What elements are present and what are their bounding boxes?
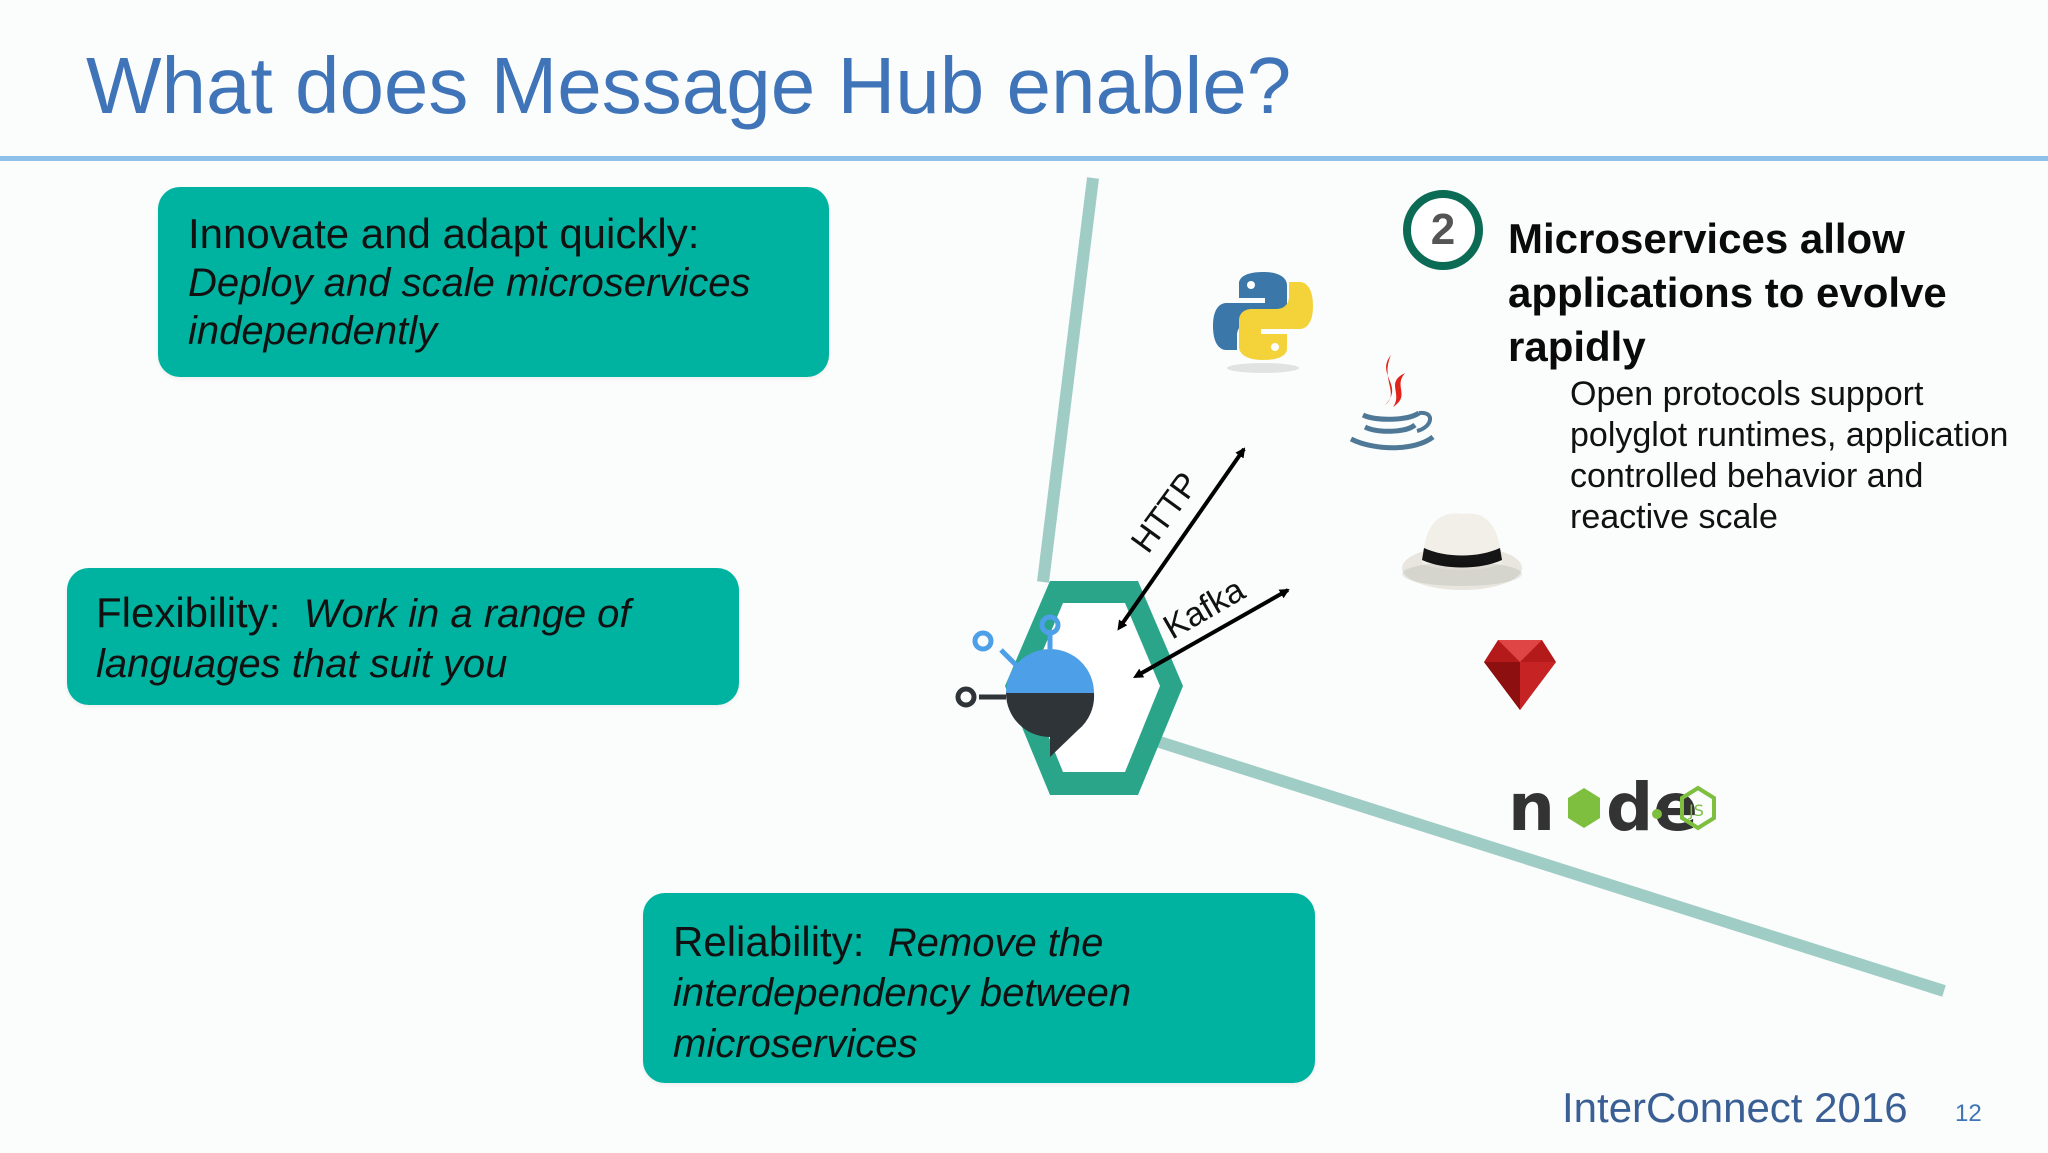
page-number: 12 xyxy=(1955,1100,1982,1127)
slide-title: What does Message Hub enable? xyxy=(86,41,1292,130)
callout-description: Open protocols support polyglot runtimes… xyxy=(1570,375,2009,536)
reliability-box: Reliability: Remove the interdependency … xyxy=(643,893,1315,1083)
step-number-badge: 2 xyxy=(1403,190,1483,270)
java-logo xyxy=(1349,355,1435,451)
innovate-box: Innovate and adapt quickly: Deploy and s… xyxy=(158,187,829,377)
python-logo xyxy=(1213,272,1313,373)
footer-brand: InterConnect 2016 xyxy=(1562,1084,1908,1131)
nodejs-logo: n de JS xyxy=(1508,769,1716,846)
message-hub-icon xyxy=(955,581,1183,795)
svg-text:de: de xyxy=(1606,769,1698,846)
innovate-sub: Deploy and scale microservices independe… xyxy=(188,261,751,354)
divider-line-diagonal xyxy=(1126,726,1946,997)
svg-text:n: n xyxy=(1508,769,1555,846)
redhat-logo xyxy=(1402,513,1522,590)
reliability-sub: Remove the interdependency between micro… xyxy=(673,921,1132,1066)
title-divider xyxy=(0,156,2048,161)
ruby-logo xyxy=(1484,640,1556,710)
flexibility-box: Flexibility: Work in a range of language… xyxy=(67,568,739,705)
flexibility-sub: Work in a range of languages that suit y… xyxy=(96,592,631,687)
divider-line-vertical xyxy=(1037,177,1099,583)
innovate-lead: Innovate and adapt quickly: xyxy=(188,210,700,257)
kafka-arrow xyxy=(1133,588,1290,678)
reliability-lead: Reliability: xyxy=(673,918,865,965)
callout-heading: Microservices allow applications to evol… xyxy=(1508,215,1947,370)
svg-text:JS: JS xyxy=(1688,801,1704,820)
flexibility-lead: Flexibility: xyxy=(96,589,281,636)
http-label: HTTP xyxy=(1124,466,1207,560)
